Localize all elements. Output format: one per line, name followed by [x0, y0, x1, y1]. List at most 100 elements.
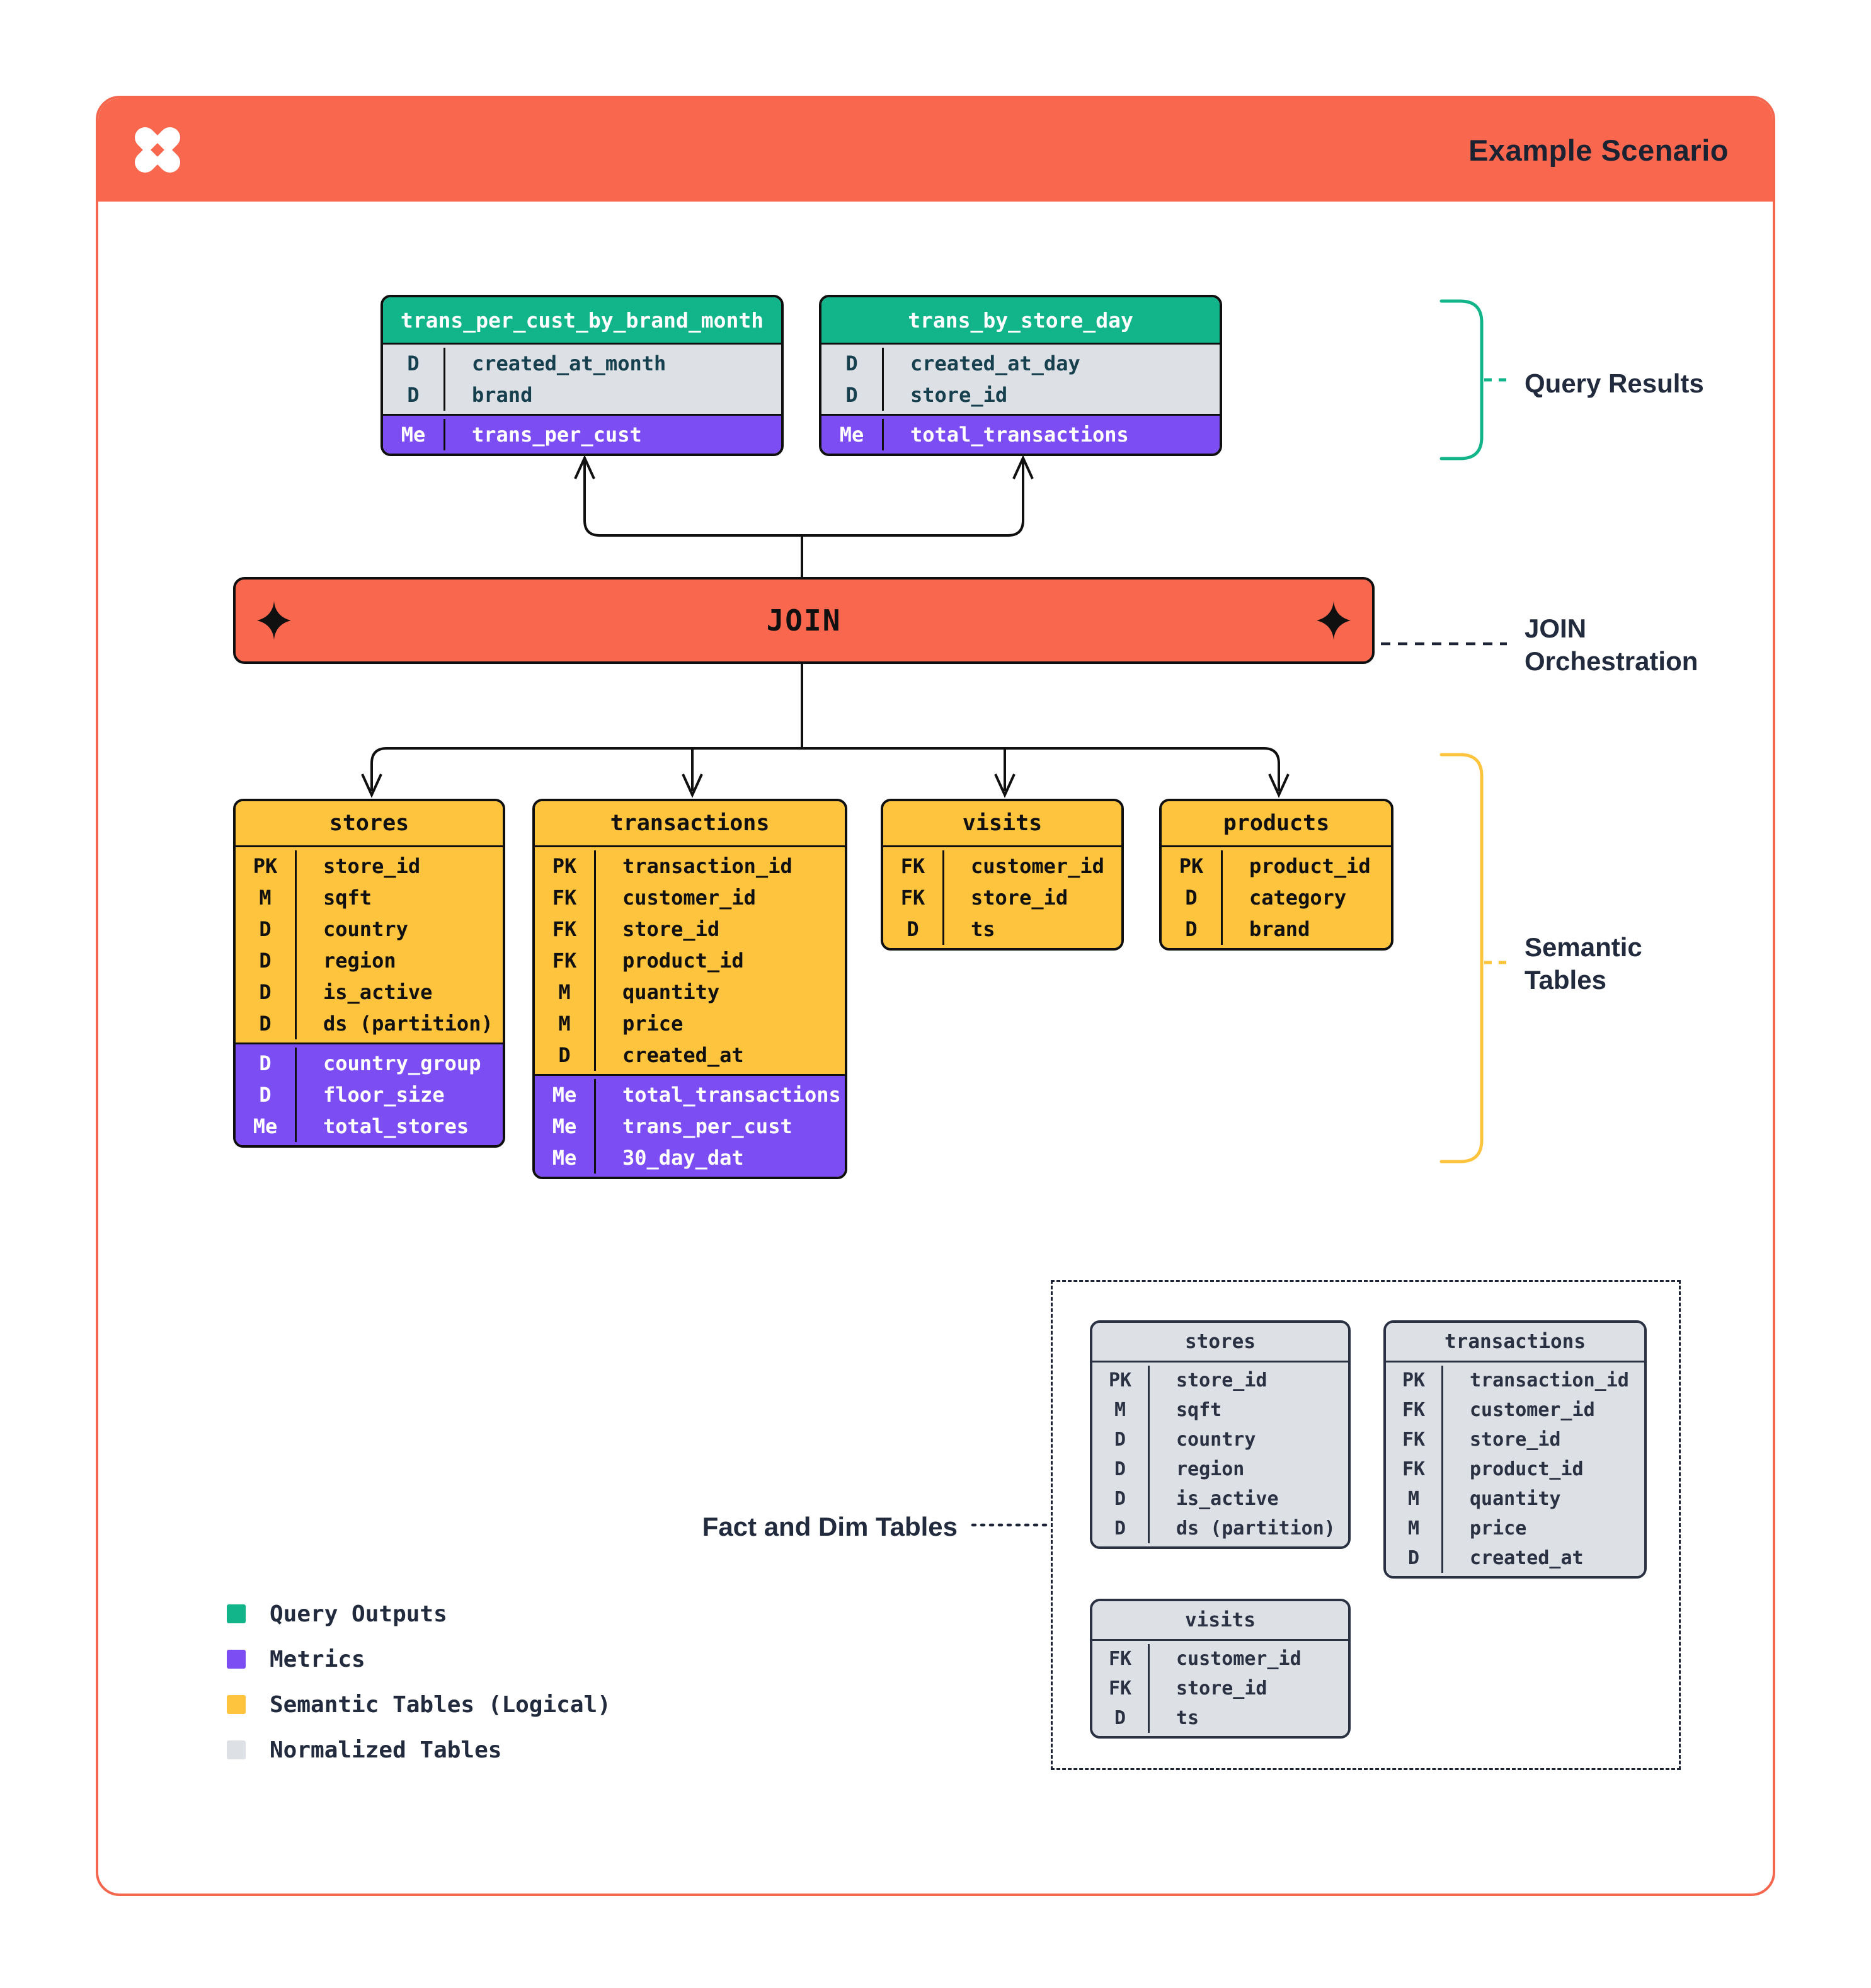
table-field-name: is_active [323, 980, 433, 1004]
query-results-label: Query Results [1525, 368, 1704, 398]
table-field-name: ts [1176, 1707, 1199, 1729]
table-key-cell: PK [1162, 850, 1223, 882]
legend-label: Query Outputs [270, 1601, 447, 1627]
table-field-name: ds (partition) [323, 1012, 493, 1036]
legend-label: Semantic Tables (Logical) [270, 1691, 611, 1718]
table-field-name: trans_per_cust [472, 423, 642, 447]
fact-dim-box [1051, 1280, 1681, 1770]
legend-item: Query Outputs [227, 1591, 611, 1637]
table-field-name: customer_id [622, 886, 756, 910]
semantic-tables-label: Semantic Tables [1525, 932, 1642, 995]
dbt-logo-icon [134, 127, 181, 173]
table-field-name: total_stores [323, 1114, 469, 1138]
card-header: Example Scenario [98, 98, 1773, 202]
table-field-name: country [1176, 1429, 1256, 1451]
table-field-name: brand [472, 383, 533, 407]
table-field-name: country [323, 917, 408, 941]
table-field-name: created_at_month [472, 351, 667, 375]
table-key-cell: Me [535, 1079, 596, 1111]
legend-swatch-icon [227, 1650, 246, 1669]
table-field-name: category [1249, 886, 1347, 910]
table-key-cell: FK [1092, 1674, 1150, 1703]
join-label: JOIN [766, 603, 842, 637]
sparkle-icon [257, 601, 291, 640]
table-key-cell: D [236, 1048, 297, 1079]
table-key-cell: D [1162, 882, 1223, 913]
table-key-cell: PK [1092, 1366, 1150, 1395]
table-key-cell: Me [535, 1142, 596, 1174]
table-key-cell: M [1092, 1395, 1150, 1425]
table-field-name: store_id [1176, 1369, 1267, 1391]
table-key-cell: FK [883, 882, 944, 913]
table-title: visits [883, 801, 1121, 845]
table-key-cell: PK [1386, 1366, 1443, 1395]
table-key-cell: FK [883, 850, 944, 882]
page-title: Example Scenario [1468, 133, 1729, 167]
table-field-name: price [622, 1012, 684, 1036]
table-title: visits [1092, 1601, 1348, 1639]
table-field-name: country_group [323, 1051, 481, 1075]
table-title: trans_per_cust_by_brand_month [383, 297, 781, 343]
table-field-name: 30_day_dat [622, 1146, 744, 1170]
table-field-name: sqft [1176, 1399, 1222, 1421]
table-key-cell: D [236, 976, 297, 1008]
table-key-cell: D [1092, 1703, 1150, 1733]
table-key-cell: Me [535, 1111, 596, 1142]
table-key-cell: D [236, 1008, 297, 1039]
table-field-name: transaction_id [1470, 1369, 1629, 1391]
table-key-cell: Me [236, 1111, 297, 1142]
table-title: stores [236, 801, 503, 845]
table-key-cell: D [1162, 913, 1223, 945]
table-title: products [1162, 801, 1391, 845]
table-field-name: brand [1249, 917, 1310, 941]
table-field-name: product_id [1470, 1458, 1584, 1480]
table-field-name: ds (partition) [1176, 1517, 1336, 1540]
sparkle-icon [1317, 601, 1351, 640]
table-key-cell: D [821, 348, 884, 379]
table-field-name: transaction_id [622, 854, 792, 878]
table-field-name: trans_per_cust [622, 1114, 792, 1138]
table-field-name: is_active [1176, 1488, 1279, 1510]
table-field-name: product_id [1249, 854, 1371, 878]
table-title: trans_by_store_day [821, 297, 1220, 343]
table-field-name: quantity [1470, 1488, 1561, 1510]
table-field-name: created_at [1470, 1547, 1584, 1569]
table-key-cell: D [821, 379, 884, 411]
table-row: Me trans_per_cust [535, 1111, 845, 1142]
table-title: stores [1092, 1323, 1348, 1361]
